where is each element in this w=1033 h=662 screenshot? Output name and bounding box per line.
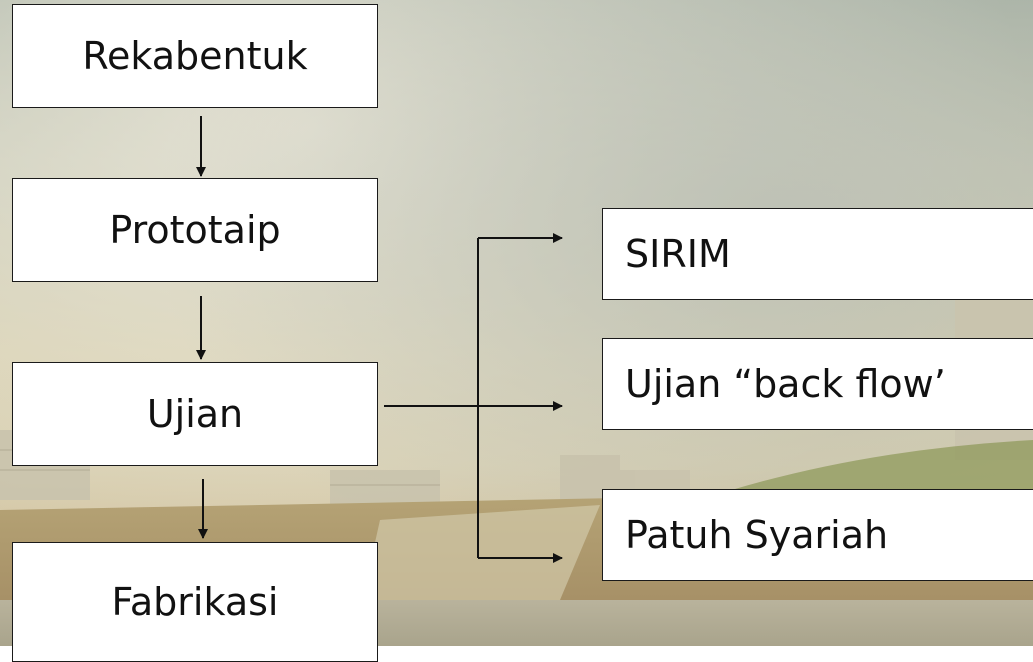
test-syariah-label: Patuh Syariah [625,513,889,557]
test-backflow-label: Ujian “back flow’ [625,362,946,406]
step-rekabentuk-box: Rekabentuk [12,4,378,108]
test-backflow-box: Ujian “back flow’ [602,338,1033,430]
step-prototaip-label: Prototaip [109,208,281,252]
test-sirim-box: SIRIM [602,208,1033,300]
step-prototaip-box: Prototaip [12,178,378,282]
step-ujian-label: Ujian [146,392,244,436]
step-fabrikasi-label: Fabrikasi [111,580,279,624]
test-syariah-box: Patuh Syariah [602,489,1033,581]
step-ujian-box: Ujian [12,362,378,466]
test-sirim-label: SIRIM [625,232,731,276]
step-fabrikasi-box: Fabrikasi [12,542,378,662]
step-rekabentuk-label: Rekabentuk [82,34,308,78]
